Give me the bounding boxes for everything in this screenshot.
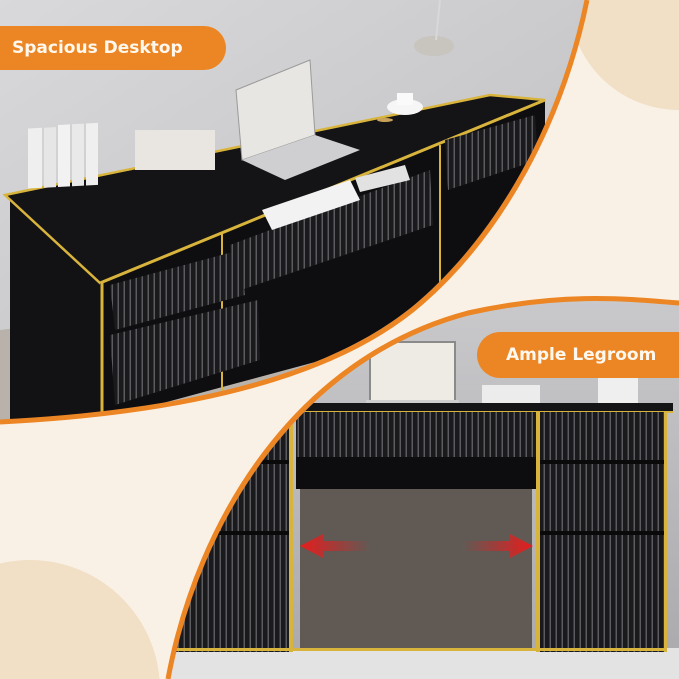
callout-label: Ample Legroom (506, 345, 657, 365)
double-arrow-icon (300, 534, 533, 558)
ample-legroom-callout: Ample Legroom (477, 332, 679, 378)
decor-circle (569, 0, 679, 110)
callout-label: Spacious Desktop (12, 38, 183, 58)
decor-circle (0, 560, 160, 679)
spacious-desktop-callout: Spacious Desktop (0, 26, 226, 70)
